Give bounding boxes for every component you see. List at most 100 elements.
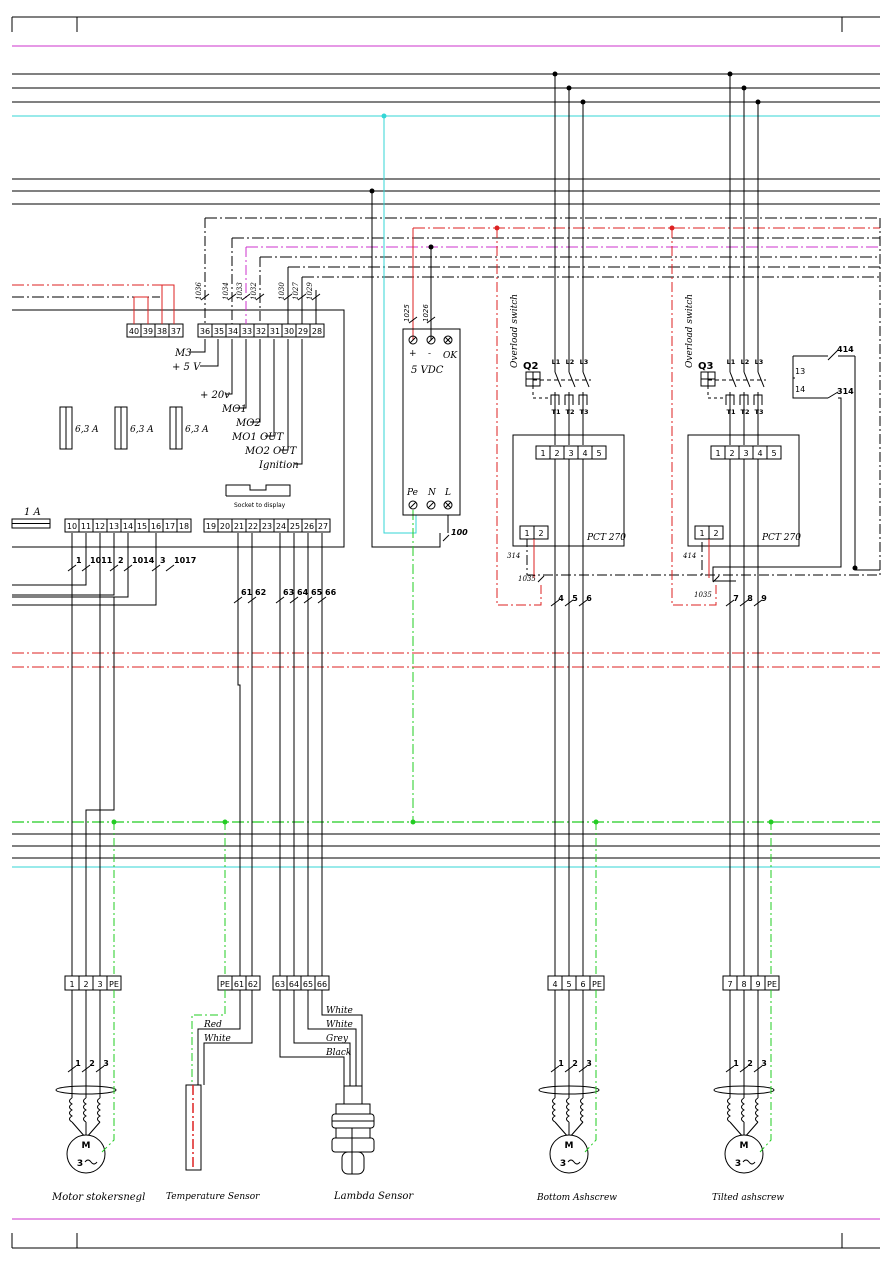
motor-m: M (82, 1141, 91, 1151)
bottom-terminal-cell (589, 975, 605, 991)
wire-tick (233, 596, 243, 604)
terminal-top-mid-num: 30 (284, 327, 294, 336)
wire-id-1026: 1026 (422, 304, 430, 322)
caption-tilted-ash: Tilted ashscrew (712, 1193, 784, 1203)
overload-label: Overload switch (510, 294, 520, 368)
winding (580, 1097, 584, 1123)
terminal-top-left-num: 40 (129, 327, 139, 336)
phase-bottom-label: T1 (727, 408, 736, 416)
bottom-terminal-num: 9 (755, 980, 760, 989)
motor-phase-label: 1 (558, 1059, 564, 1068)
terminal-bottom-mid-num: 20 (220, 522, 230, 531)
phase-bottom-label: T2 (566, 408, 575, 416)
bottom-terminal-num: 63 (275, 980, 285, 989)
motor-phase-label: 1 (75, 1059, 81, 1068)
top-terminal-wires (204, 218, 317, 324)
wire-id-sensor: 61 (241, 588, 253, 597)
winding (69, 1097, 73, 1123)
temperature-sensor: Red White (185, 990, 253, 1171)
psu-pe: Pe (406, 488, 418, 498)
bottom-left-wires (12, 533, 157, 1060)
wire-tick (81, 1065, 91, 1073)
phase-top-label: L1 (727, 358, 736, 366)
wire-id-414: 414 (682, 552, 696, 560)
terminal-top-mid-num: 28 (312, 327, 322, 336)
bottom-terminal-num: 4 (552, 980, 557, 989)
bottom-terminal-num: PE (767, 980, 777, 989)
phase-bottom-label: T3 (580, 408, 589, 416)
cable-sheath (55, 1085, 117, 1095)
terminal-top-mid-num: 33 (242, 327, 252, 336)
wire-id-bottom-left: 1014 (132, 556, 155, 565)
motor-3: 3 (735, 1159, 741, 1169)
motor-pe (101, 990, 115, 1153)
wire-id-top: 1032 (250, 282, 258, 300)
pct-terminal-num: 2 (729, 449, 734, 458)
winding (566, 1097, 570, 1123)
pct-label: PCT 270 (586, 533, 626, 543)
motor-phase-label: 3 (103, 1059, 109, 1068)
red-control-loop (671, 228, 717, 606)
thermal-element (578, 394, 588, 405)
wire-id-bottom-left: 2 (118, 556, 124, 565)
terminal-top-mid-num: 31 (270, 327, 280, 336)
thermal-element (739, 394, 749, 405)
caption-temp: Temperature Sensor (166, 1192, 260, 1202)
bottom-terminal-num: PE (592, 980, 602, 989)
terminal-bottom-mid-num: 24 (276, 522, 286, 531)
psu-plus: + (409, 349, 417, 359)
output-wire-id: 4 (558, 594, 564, 603)
terminal-top-mid-num: 32 (256, 327, 266, 336)
node-431 (428, 244, 434, 250)
wire-id-sensor: 62 (255, 588, 266, 597)
winding (755, 1097, 759, 1123)
phase-bottom-label: T3 (755, 408, 764, 416)
cable-sheath (713, 1085, 775, 1095)
pct-terminal-num: 5 (596, 449, 601, 458)
sheet-frame (11, 16, 880, 1249)
lambda-sensor (279, 990, 375, 1175)
pe-drops (113, 822, 772, 976)
lambda-wire-2: White (326, 1020, 353, 1030)
psu-block: + - OK 5 VDC Pe N L (402, 328, 461, 516)
wire-tick (200, 293, 210, 301)
wire-tick (109, 564, 119, 572)
pct-small-num: 2 (538, 529, 543, 538)
label-20v: + 20v (200, 390, 230, 401)
terminal-top-mid-cell (309, 323, 325, 338)
output-wire-id: 9 (761, 594, 767, 603)
terminal-bottom-left-num: 11 (81, 522, 91, 531)
motor-pe (584, 990, 597, 1153)
wire-tick (725, 599, 735, 607)
label-mo1: MO1 (221, 404, 247, 415)
ac-symbol (742, 1159, 756, 1165)
terminal-bottom-left-num: 14 (123, 522, 133, 531)
motor-phase-label: 3 (761, 1059, 767, 1068)
wire-id-sensor: 65 (311, 588, 323, 597)
wire-tick (123, 564, 133, 572)
terminal-top-left-num: 39 (143, 327, 153, 336)
wire-id-top: 1034 (222, 282, 230, 300)
wire-tick (67, 1065, 77, 1073)
controller-board (12, 309, 345, 548)
pe-nodes (111, 819, 774, 825)
display-socket: Socket to display (225, 484, 291, 509)
bottom-terminal-num: 8 (741, 980, 746, 989)
pct-terminal (766, 445, 782, 460)
pct-terminal-num: 1 (540, 449, 545, 458)
pct-terminal-num: 1 (715, 449, 720, 458)
wire-tick (550, 599, 560, 607)
terminal-bottom-left-num: 15 (137, 522, 147, 531)
wire-id-bottom-left: 1017 (174, 556, 196, 565)
motor-phase-label: 2 (572, 1059, 578, 1068)
top-busbars (12, 73, 880, 205)
socket-label: Socket to display (234, 502, 286, 509)
fuse-1a: 1 A (11, 507, 51, 529)
fuse-label: 6,3 A (75, 425, 99, 435)
output-wire-id: 5 (572, 594, 578, 603)
fuse-label: 6,3 A (185, 425, 209, 435)
control-buses (12, 217, 880, 668)
temp-wire-red: Red (203, 1020, 222, 1030)
wire-tick (165, 564, 175, 572)
